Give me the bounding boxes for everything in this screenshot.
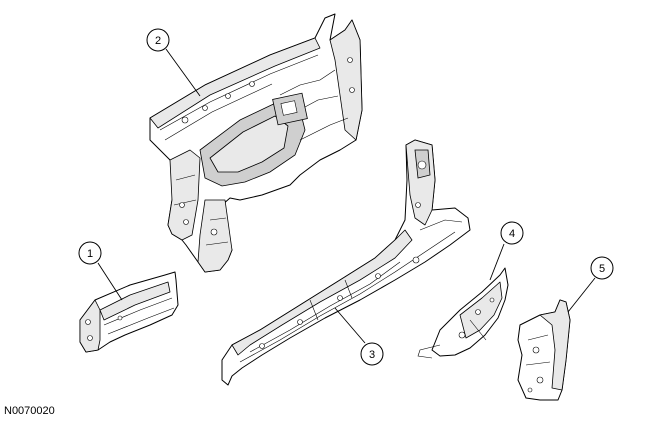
callout-1: 1 xyxy=(78,241,123,301)
callout-5-label: 5 xyxy=(599,263,605,275)
callout-1-label: 1 xyxy=(87,248,93,260)
part-4-apron-reinforcement xyxy=(417,267,509,359)
part-2-radiator-support-assembly xyxy=(149,13,363,273)
callout-4-label: 4 xyxy=(509,228,515,240)
callout-4: 4 xyxy=(489,221,524,281)
callout-5: 5 xyxy=(567,256,614,313)
callout-3: 3 xyxy=(334,307,384,366)
figure-reference-code: N0070020 xyxy=(4,405,55,417)
part-3-frame-rail-apron xyxy=(221,139,471,386)
callout-3-label: 3 xyxy=(369,349,375,361)
callout-2: 2 xyxy=(146,28,201,97)
part-1-front-rail-bracket xyxy=(79,271,179,353)
part-5-shock-tower-bracket xyxy=(517,299,571,401)
callout-2-label: 2 xyxy=(155,35,161,47)
